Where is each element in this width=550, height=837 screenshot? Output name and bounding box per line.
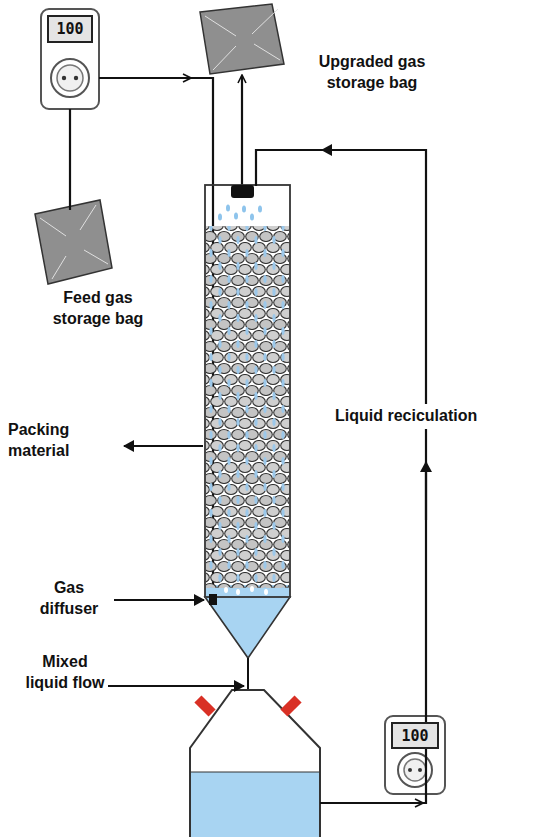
upgraded-gas-bag	[200, 4, 284, 74]
column	[205, 185, 290, 658]
leader-arrow	[108, 446, 244, 686]
feed-gas-bag	[35, 200, 112, 284]
display-value: 100	[56, 20, 83, 38]
display-value: 100	[401, 727, 428, 745]
bag-label: Feed gas storage bag	[38, 288, 158, 330]
flow-label: Mixed liquid flow	[22, 652, 108, 694]
gas-diffuser	[209, 594, 217, 605]
gas-pump	[41, 9, 99, 109]
liquid-pump	[385, 716, 445, 794]
flow-label: Liquid reciculation	[332, 404, 480, 429]
pump-display: 100	[391, 722, 439, 749]
part-label: Packing material	[8, 420, 118, 462]
bottle	[190, 690, 320, 837]
recirculation-line	[256, 150, 426, 803]
bag-label: Upgraded gas storage bag	[302, 52, 442, 94]
pump-display: 100	[47, 15, 93, 43]
part-label: Gas diffuser	[24, 578, 114, 620]
liquid-line	[247, 658, 249, 690]
